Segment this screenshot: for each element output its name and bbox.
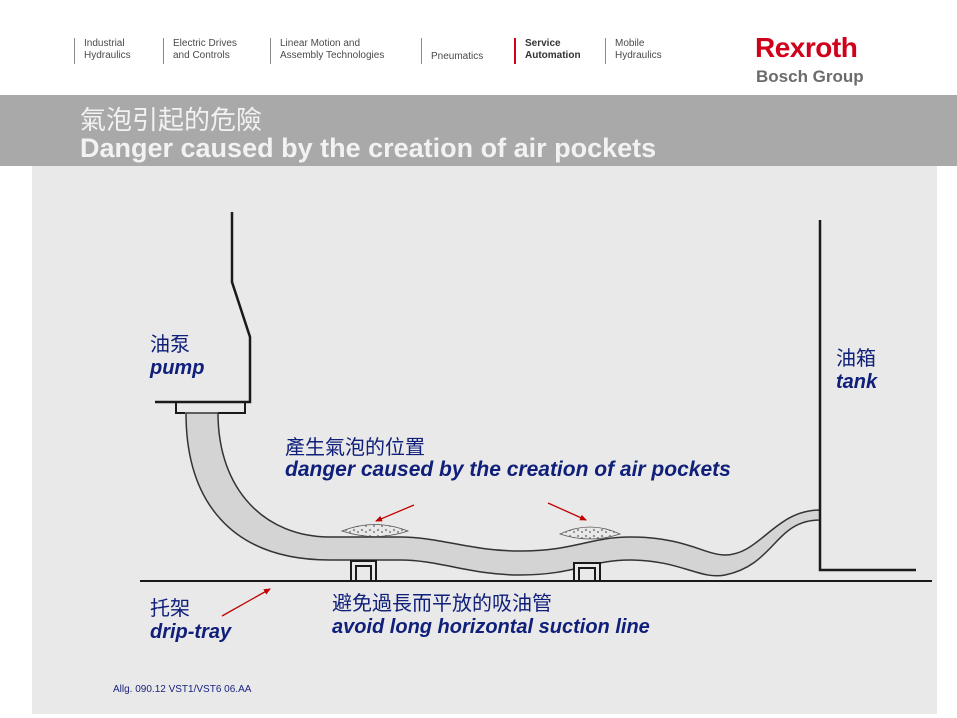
suction-line-label-chinese: 避免過長而平放的吸油管 — [332, 591, 552, 615]
pump-flange — [175, 402, 246, 414]
pump-housing — [155, 212, 252, 404]
air-pocket-right — [558, 526, 622, 540]
diagram-panel — [32, 166, 937, 714]
nav-service-automation[interactable]: Service Automation — [514, 38, 581, 64]
pump-label-chinese: 油泵 — [150, 332, 190, 356]
rexroth-logo[interactable]: Rexroth — [755, 32, 858, 63]
nav-mobile-hydraulics[interactable]: Mobile Hydraulics — [605, 38, 662, 64]
tank-label: 油箱 tank — [836, 346, 877, 394]
title-band — [0, 95, 957, 166]
suction-line-label: 避免過長而平放的吸油管 avoid long horizontal suctio… — [332, 591, 650, 639]
nav-industrial-hydraulics[interactable]: Industrial Hydraulics — [74, 38, 131, 64]
nav-pneumatics-label: Pneumatics — [431, 51, 484, 62]
air-pocket-label: 產生氣泡的位置 danger caused by the creation of… — [285, 436, 731, 482]
tank-wall — [818, 220, 916, 572]
nav-linear-motion[interactable]: Linear Motion and Assembly Technologies — [270, 38, 384, 64]
page-title-chinese: 氣泡引起的危險 — [80, 106, 263, 136]
nav-pneumatics[interactable]: Pneumatics — [421, 38, 483, 64]
bosch-group-logo: Bosch Group — [756, 67, 864, 86]
tank-label-chinese: 油箱 — [836, 346, 876, 370]
suction-line-label-english: avoid long horizontal suction line — [332, 616, 650, 638]
drip-tray-label-english: drip-tray — [150, 621, 232, 643]
arrow-to-left-pocket — [375, 504, 415, 522]
tank-label-english: tank — [836, 371, 878, 393]
page-title: Danger caused by the creation of air poc… — [80, 133, 657, 163]
suction-pipe — [185, 412, 821, 577]
arrow-to-drip-tray — [221, 588, 271, 617]
air-pocket-label-chinese: 產生氣泡的位置 — [285, 435, 425, 459]
nav-electric-drives[interactable]: Electric Drives and Controls — [163, 38, 237, 64]
drip-tray-label-chinese: 托架 — [150, 596, 190, 620]
pipe-support-right — [573, 562, 601, 581]
pipe-support-left — [350, 560, 377, 581]
pump-label: 油泵 pump — [150, 332, 204, 380]
drip-tray-label: 托架 drip-tray — [150, 596, 231, 644]
air-pocket-label-english: danger caused by the creation of air poc… — [285, 458, 731, 481]
pump-label-english: pump — [150, 357, 205, 379]
document-reference: Allg. 090.12 VST1/VST6 06.AA — [113, 684, 252, 695]
air-pocket-left — [340, 524, 410, 537]
header: Industrial Hydraulics Electric Drives an… — [0, 0, 957, 95]
arrow-to-right-pocket — [547, 502, 587, 521]
